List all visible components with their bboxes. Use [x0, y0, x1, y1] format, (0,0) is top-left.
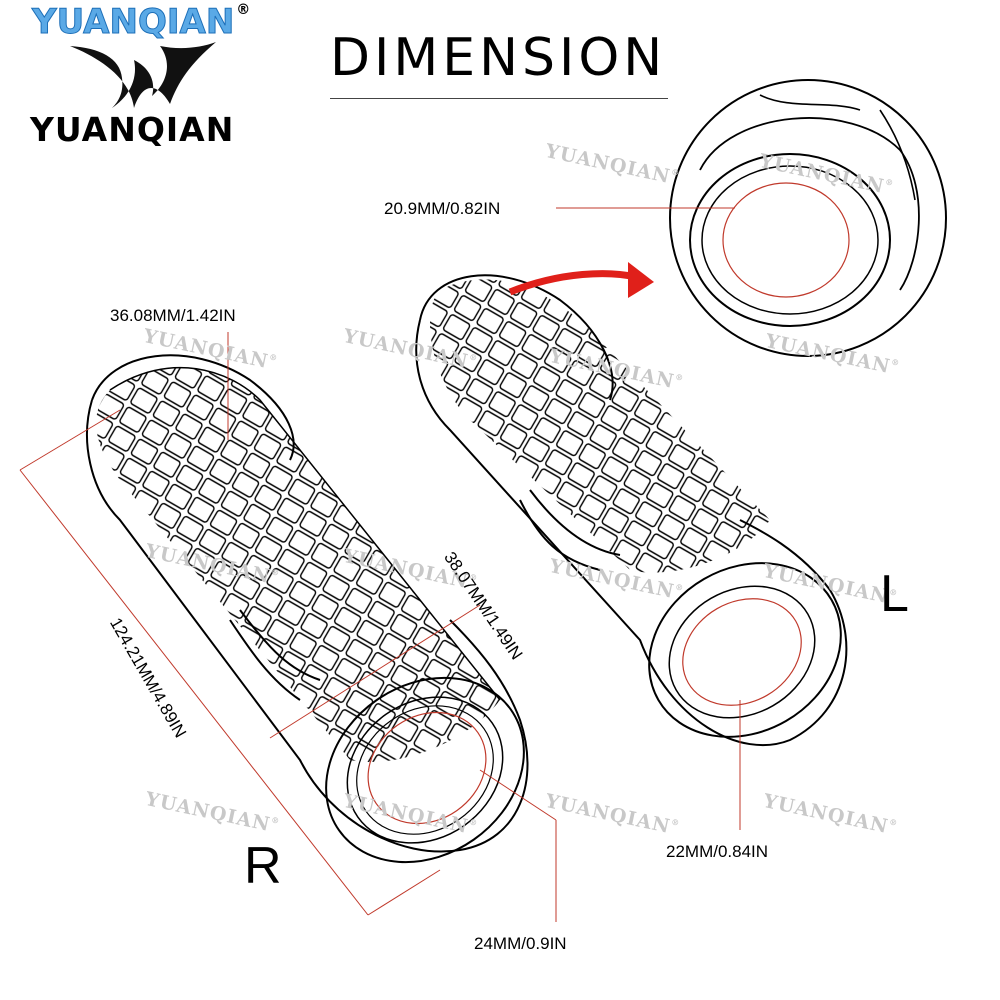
registered-mark: ®	[236, 2, 251, 18]
dimension-label-detail-bore: 20.9MM/0.82IN	[384, 199, 501, 218]
brand-wordmark: YUANQIAN	[30, 110, 235, 149]
dimension-label-end-diameter: 36.08MM/1.42IN	[110, 306, 236, 325]
side-label-left: L	[880, 565, 909, 623]
side-label-right: R	[244, 837, 282, 895]
title-underline	[330, 98, 668, 99]
dimension-label-left-bore: 22MM/0.84IN	[666, 842, 769, 861]
brand-logo-icon	[70, 42, 216, 108]
dimension-lines	[19, 207, 741, 922]
page-title: DIMENSION	[330, 28, 667, 88]
brand-top-label: YUANQIAN	[31, 2, 235, 43]
detail-zoom-circle	[669, 79, 947, 357]
brand-logo-text: YUANQIAN®	[31, 2, 251, 43]
dimension-label-right-bore: 24MM/0.9IN	[474, 934, 567, 953]
